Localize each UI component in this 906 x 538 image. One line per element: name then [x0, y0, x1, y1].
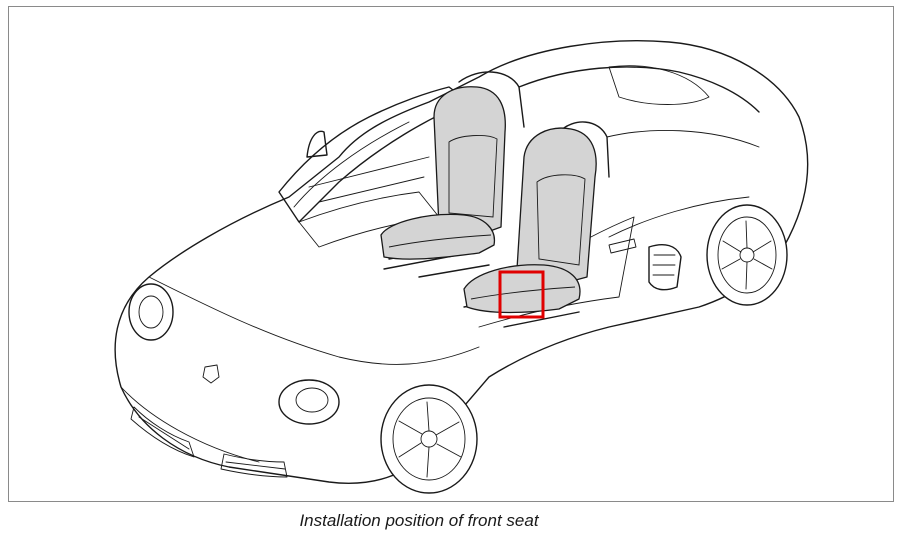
rear-fender	[608, 196, 750, 238]
right-headlight-inner	[295, 387, 329, 413]
right-seat-cushion	[463, 264, 581, 314]
windshield-inner	[293, 121, 410, 208]
crest-badge	[202, 364, 220, 384]
side-mirror	[306, 130, 328, 158]
left-headlight	[128, 283, 174, 341]
hood-line	[148, 276, 480, 365]
right-seat-cushion-seam	[470, 286, 576, 300]
front-intake-right	[220, 453, 288, 478]
rear-deck-panel	[608, 65, 710, 105]
right-seat-backrest-panel	[536, 174, 586, 266]
intake-slats	[652, 254, 676, 276]
rear-wheel-spokes	[721, 220, 773, 290]
front-wheel-tire	[380, 384, 478, 494]
left-seat-backrest-panel	[448, 135, 498, 218]
left-headlight-inner	[138, 295, 164, 329]
rear-wheel-rim	[717, 216, 777, 294]
left-seat-backrest	[433, 86, 506, 236]
front-wheel-spokes	[398, 401, 462, 478]
right-headlight	[278, 379, 340, 425]
dashboard-detail	[308, 156, 430, 203]
left-seat-cushion	[380, 213, 496, 260]
intake-grille	[138, 416, 286, 470]
front-intake-left	[130, 406, 195, 458]
tonneau-line	[606, 130, 760, 148]
left-seat-cushion-seam	[388, 234, 492, 248]
front-bumper	[120, 386, 260, 463]
front-wheel-rim	[392, 397, 466, 481]
right-seat-backrest	[516, 127, 597, 286]
car-line-drawing	[114, 40, 809, 494]
rear-deck	[518, 66, 760, 113]
rear-wheel-tire	[706, 204, 788, 306]
figure-frame	[8, 6, 894, 502]
door-handle	[608, 238, 637, 254]
side-intake	[648, 244, 682, 291]
highlight-box	[498, 270, 545, 319]
figure-caption: Installation position of front seat	[299, 511, 539, 530]
